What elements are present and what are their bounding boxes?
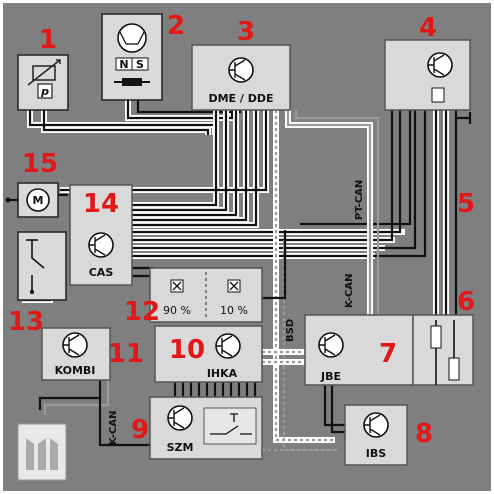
number-6: 6 [457, 287, 475, 317]
svg-text:M: M [33, 194, 44, 207]
szm-label: SZM [167, 441, 194, 454]
number-14: 14 [83, 189, 119, 219]
speed-sensor-2: N S [101, 13, 163, 101]
number-5: 5 [457, 189, 475, 219]
number-10: 10 [169, 335, 205, 365]
component-numbers: 1 2 3 4 5 6 7 8 9 10 11 12 13 14 15 [8, 11, 475, 449]
dme-dde-module: DME / DDE [191, 44, 291, 111]
module-4 [384, 39, 471, 111]
ihka-label: IHKA [207, 367, 238, 380]
power-distribution-6 [412, 314, 474, 386]
wiring [22, 100, 472, 452]
cas-module: CAS [69, 184, 133, 286]
bus-label-pt-can: PT-CAN [354, 180, 365, 220]
kombi-label: KOMBI [55, 364, 96, 377]
bus-label-k-can-lower: K-CAN [108, 411, 119, 445]
light-module-12: 90 % 10 % [149, 267, 263, 323]
ibs-sensor: IBS [344, 404, 408, 466]
number-7: 7 [379, 339, 397, 369]
number-13: 13 [8, 307, 44, 337]
number-1: 1 [39, 25, 57, 55]
number-12: 12 [124, 297, 160, 327]
number-2: 2 [167, 11, 185, 41]
brand-logo [17, 423, 67, 481]
ihka-module: IHKA [154, 325, 263, 383]
szm-module: SZM [149, 396, 263, 460]
number-8: 8 [415, 419, 433, 449]
pressure-sensor-1: p [17, 54, 69, 111]
number-11: 11 [108, 339, 144, 369]
number-3: 3 [237, 17, 255, 47]
kombi-module: KOMBI [41, 327, 111, 381]
bus-label-k-can-upper: K-CAN [344, 274, 355, 308]
cas-label: CAS [89, 266, 114, 279]
pole-n: N [119, 58, 128, 71]
sensor-symbol: p [40, 85, 49, 98]
bus-label-bsd: BSD [285, 319, 296, 342]
jbe-label: JBE [320, 370, 341, 383]
number-15: 15 [22, 149, 58, 179]
switch-13 [17, 231, 67, 301]
jbe-module: JBE [304, 314, 414, 386]
number-9: 9 [131, 415, 149, 445]
ibs-label: IBS [366, 447, 386, 460]
light-10-label: 10 % [220, 304, 248, 317]
motor-15: M [5, 182, 59, 218]
dme-label: DME / DDE [208, 92, 273, 105]
pole-s: S [136, 58, 144, 71]
light-90-label: 90 % [163, 304, 191, 317]
number-4: 4 [419, 13, 437, 43]
